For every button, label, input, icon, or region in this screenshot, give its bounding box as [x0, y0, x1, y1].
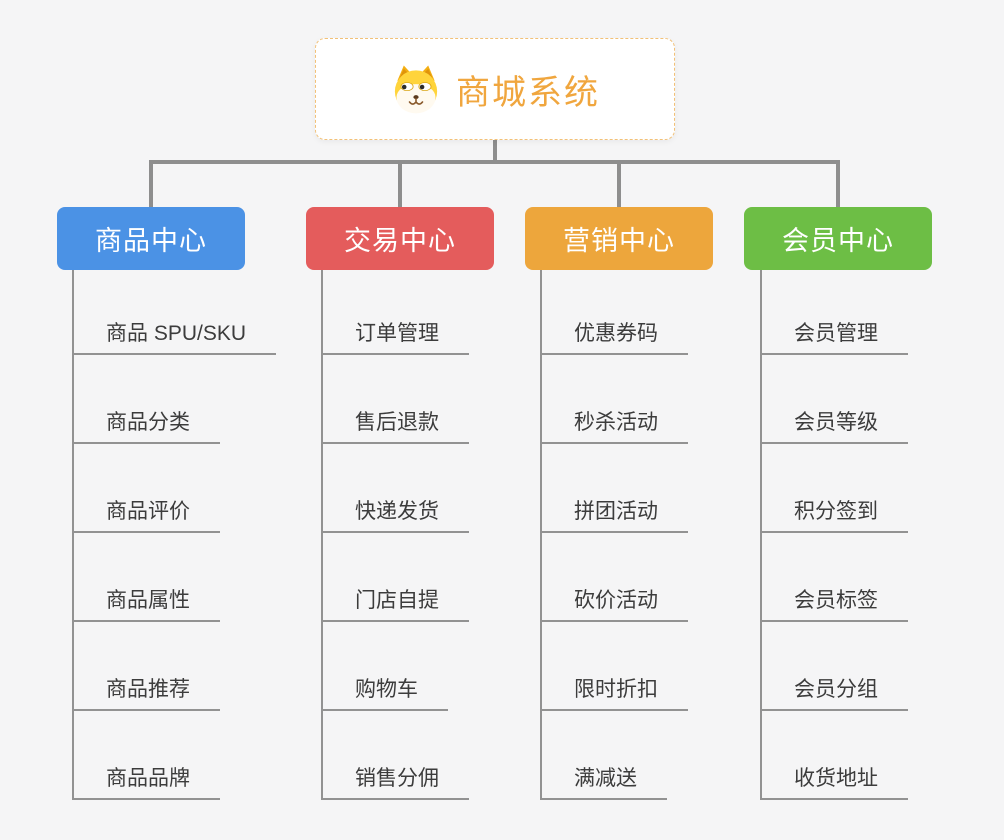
leaf-node[interactable]: 商品推荐 — [72, 671, 220, 711]
leaf-node[interactable]: 会员等级 — [760, 404, 908, 444]
leaf-node[interactable]: 限时折扣 — [540, 671, 688, 711]
root-title: 商城系统 — [456, 73, 600, 112]
leaf-node[interactable]: 购物车 — [321, 671, 448, 711]
leaf-node[interactable]: 秒杀活动 — [540, 404, 688, 444]
root-node[interactable]: 商城系统 — [315, 38, 675, 140]
leaf-node[interactable]: 砍价活动 — [540, 582, 688, 622]
branch-line-trade — [321, 270, 323, 800]
leaf-node[interactable]: 商品分类 — [72, 404, 220, 444]
branch-line-member — [760, 270, 762, 800]
connector-horizontal-line — [149, 160, 840, 164]
dog-icon — [394, 65, 438, 114]
leaf-node[interactable]: 售后退款 — [321, 404, 469, 444]
leaf-node[interactable]: 满减送 — [540, 760, 667, 800]
leaf-node[interactable]: 会员分组 — [760, 671, 908, 711]
leaf-node[interactable]: 商品品牌 — [72, 760, 220, 800]
leaf-node[interactable]: 订单管理 — [321, 315, 469, 355]
connector-stub-member — [836, 160, 840, 207]
leaf-node[interactable]: 会员管理 — [760, 315, 908, 355]
leaf-node[interactable]: 商品评价 — [72, 493, 220, 533]
leaf-node[interactable]: 商品 SPU/SKU — [72, 315, 277, 355]
branch-node-member-center[interactable]: 会员中心 — [744, 207, 932, 270]
branch-node-trade-center[interactable]: 交易中心 — [306, 207, 494, 270]
connector-stub-trade — [398, 160, 402, 207]
leaf-node[interactable]: 积分签到 — [760, 493, 908, 533]
leaf-node[interactable]: 快递发货 — [321, 493, 469, 533]
connector-stub-product — [149, 160, 153, 207]
branch-node-marketing-center[interactable]: 营销中心 — [525, 207, 713, 270]
connector-root-stub — [493, 140, 497, 162]
connector-stub-marketing — [617, 160, 621, 207]
branch-node-product-center[interactable]: 商品中心 — [57, 207, 245, 270]
branch-line-product — [72, 270, 74, 800]
leaf-node[interactable]: 优惠券码 — [540, 315, 688, 355]
leaf-node[interactable]: 拼团活动 — [540, 493, 688, 533]
leaf-node[interactable]: 收货地址 — [760, 760, 908, 800]
leaf-node[interactable]: 门店自提 — [321, 582, 469, 622]
leaf-node[interactable]: 商品属性 — [72, 582, 220, 622]
branch-line-marketing — [540, 270, 542, 800]
leaf-node[interactable]: 销售分佣 — [321, 760, 469, 800]
leaf-node[interactable]: 会员标签 — [760, 582, 908, 622]
